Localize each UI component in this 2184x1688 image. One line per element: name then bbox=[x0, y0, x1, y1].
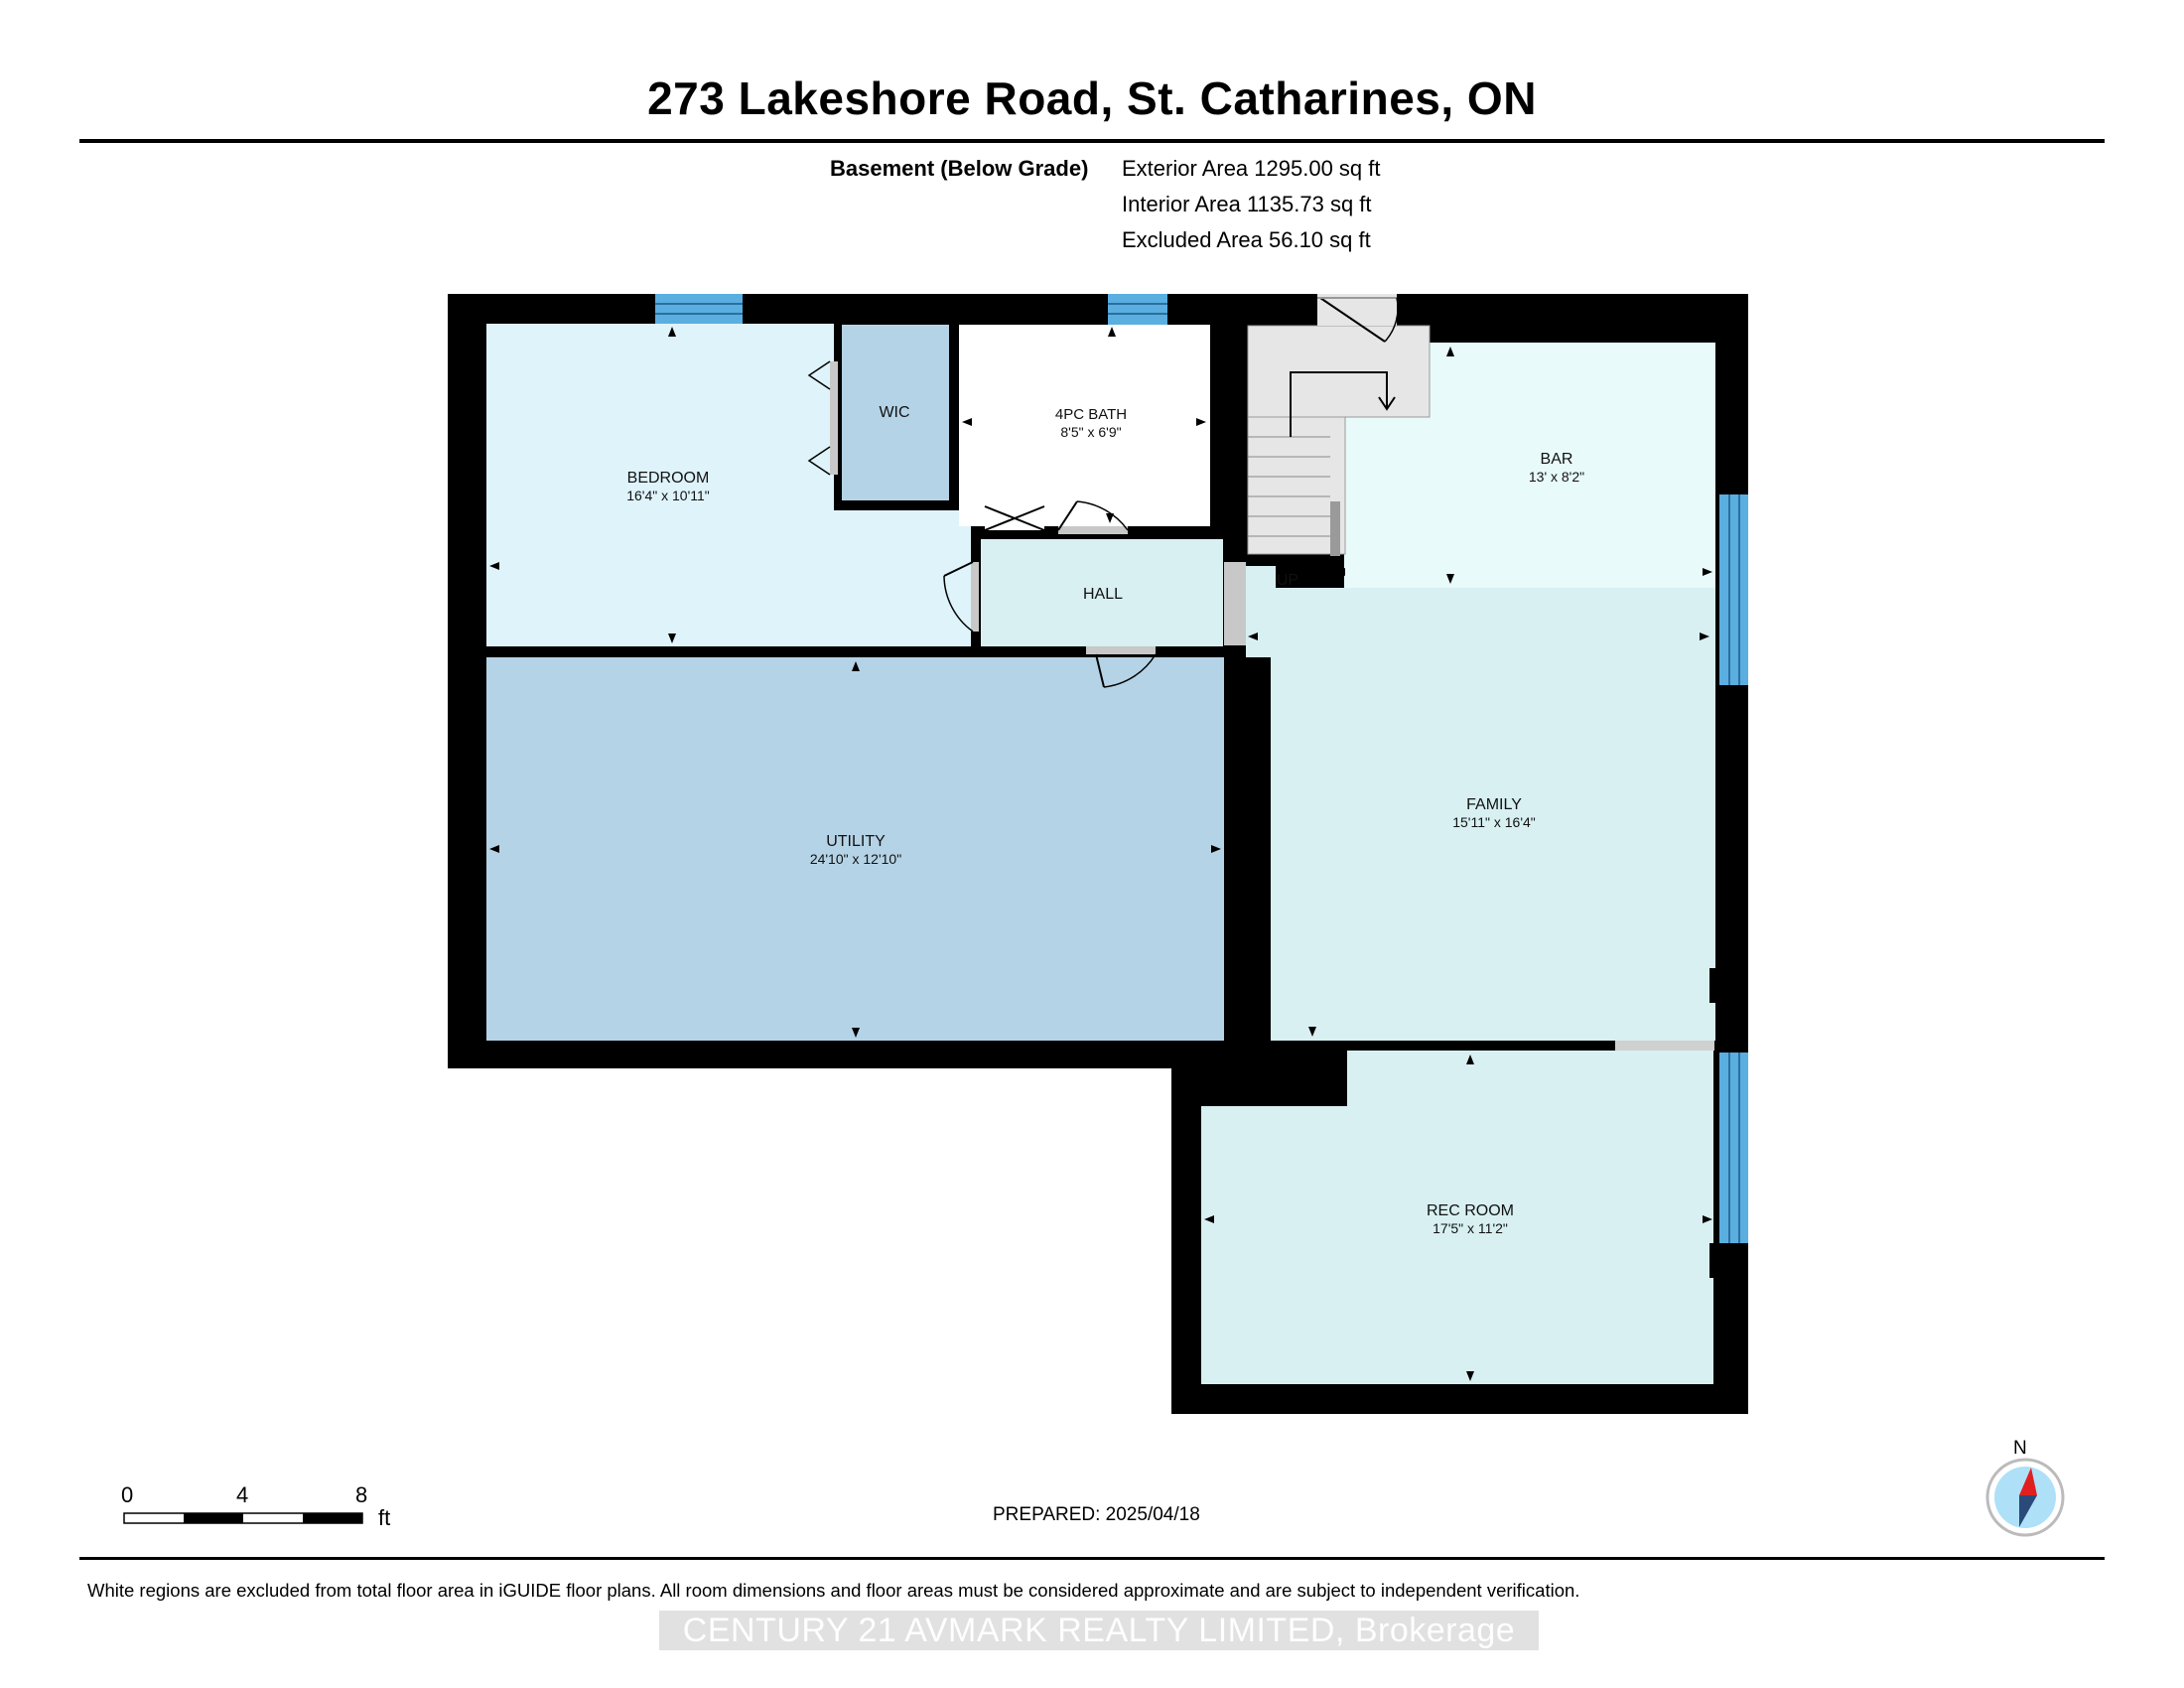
scale-label-4: 4 bbox=[236, 1482, 249, 1507]
room-name-bath: 4PC BATH bbox=[1055, 406, 1127, 423]
compass-north-label: N bbox=[2013, 1438, 2027, 1459]
room-name-hall: HALL bbox=[1083, 586, 1123, 603]
bath-floor bbox=[959, 325, 1210, 526]
room-dims-rec-room: 17'5" x 11'2" bbox=[1433, 1220, 1508, 1236]
rec-room-floor bbox=[1201, 1106, 1713, 1384]
room-name-bedroom: BEDROOM bbox=[627, 470, 710, 487]
rec-room-floor-ext bbox=[1347, 1051, 1713, 1108]
windows bbox=[655, 294, 1748, 1243]
scale-unit: ft bbox=[378, 1505, 391, 1530]
scale-label-0: 0 bbox=[121, 1482, 134, 1507]
dimension-markers bbox=[489, 327, 1712, 1381]
room-name-utility: UTILITY bbox=[826, 833, 886, 850]
bedroom-floor-ext bbox=[834, 510, 971, 646]
brokerage-watermark: CENTURY 21 AVMARK REALTY LIMITED, Broker… bbox=[659, 1611, 1539, 1650]
family-floor-link bbox=[1246, 566, 1276, 657]
title-divider bbox=[79, 139, 2105, 143]
doors bbox=[807, 360, 1719, 1278]
room-dims-utility: 24'10" x 12'10" bbox=[810, 851, 901, 867]
room-name-rec-room: REC ROOM bbox=[1427, 1202, 1514, 1219]
family-floor bbox=[1271, 588, 1715, 1041]
scale-label-8: 8 bbox=[355, 1482, 368, 1507]
room-name-bar: BAR bbox=[1541, 451, 1573, 468]
stairs-direction-label: UP bbox=[1277, 572, 1298, 589]
room-dims-bedroom: 16'4" x 10'11" bbox=[626, 488, 710, 503]
room-dims-bar: 13' x 8'2" bbox=[1529, 469, 1584, 485]
room-dims-bath: 8'5" x 6'9" bbox=[1060, 424, 1121, 440]
level-name: Basement (Below Grade) bbox=[830, 156, 1089, 181]
wic-floor bbox=[842, 325, 949, 500]
room-name-family: FAMILY bbox=[1466, 796, 1522, 813]
exterior-area: Exterior Area 1295.00 sq ft bbox=[1122, 156, 1381, 181]
disclaimer: White regions are excluded from total fl… bbox=[87, 1580, 1580, 1601]
footer-divider bbox=[79, 1557, 2105, 1560]
excluded-area: Excluded Area 56.10 sq ft bbox=[1122, 227, 1371, 252]
compass-icon bbox=[1985, 1458, 2065, 1537]
utility-floor bbox=[486, 657, 1224, 1041]
room-name-wic: WIC bbox=[879, 404, 909, 421]
interior-area: Interior Area 1135.73 sq ft bbox=[1122, 192, 1372, 216]
room-dims-family: 15'11" x 16'4" bbox=[1452, 814, 1536, 830]
page-title: 273 Lakeshore Road, St. Catharines, ON bbox=[647, 72, 1537, 124]
prepared-date: PREPARED: 2025/04/18 bbox=[993, 1504, 1200, 1525]
scale-bar bbox=[123, 1512, 363, 1524]
staircase bbox=[1247, 294, 1431, 556]
hall-floor bbox=[981, 539, 1223, 646]
bedroom-floor bbox=[486, 324, 834, 646]
